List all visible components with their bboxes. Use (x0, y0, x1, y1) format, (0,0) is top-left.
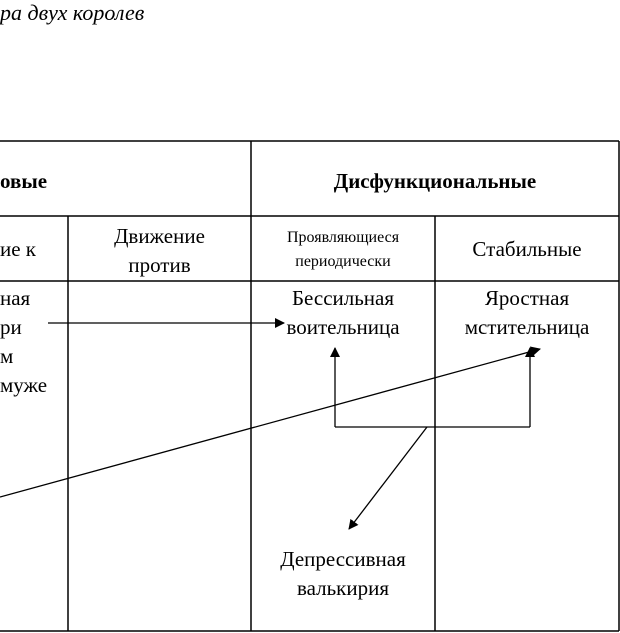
arrows (0, 318, 541, 530)
table-grid (0, 140, 620, 632)
group-header-left: овые (0, 169, 48, 193)
group-header-dysfunctional: Дисфункциональные (333, 169, 537, 193)
arrow-down (348, 426, 428, 530)
col-header-stable: Стабильные (472, 237, 582, 261)
caption: ра двух королев (0, 0, 145, 25)
col-header-toward: ие к (0, 237, 37, 261)
arrow-to-stable (0, 346, 541, 498)
